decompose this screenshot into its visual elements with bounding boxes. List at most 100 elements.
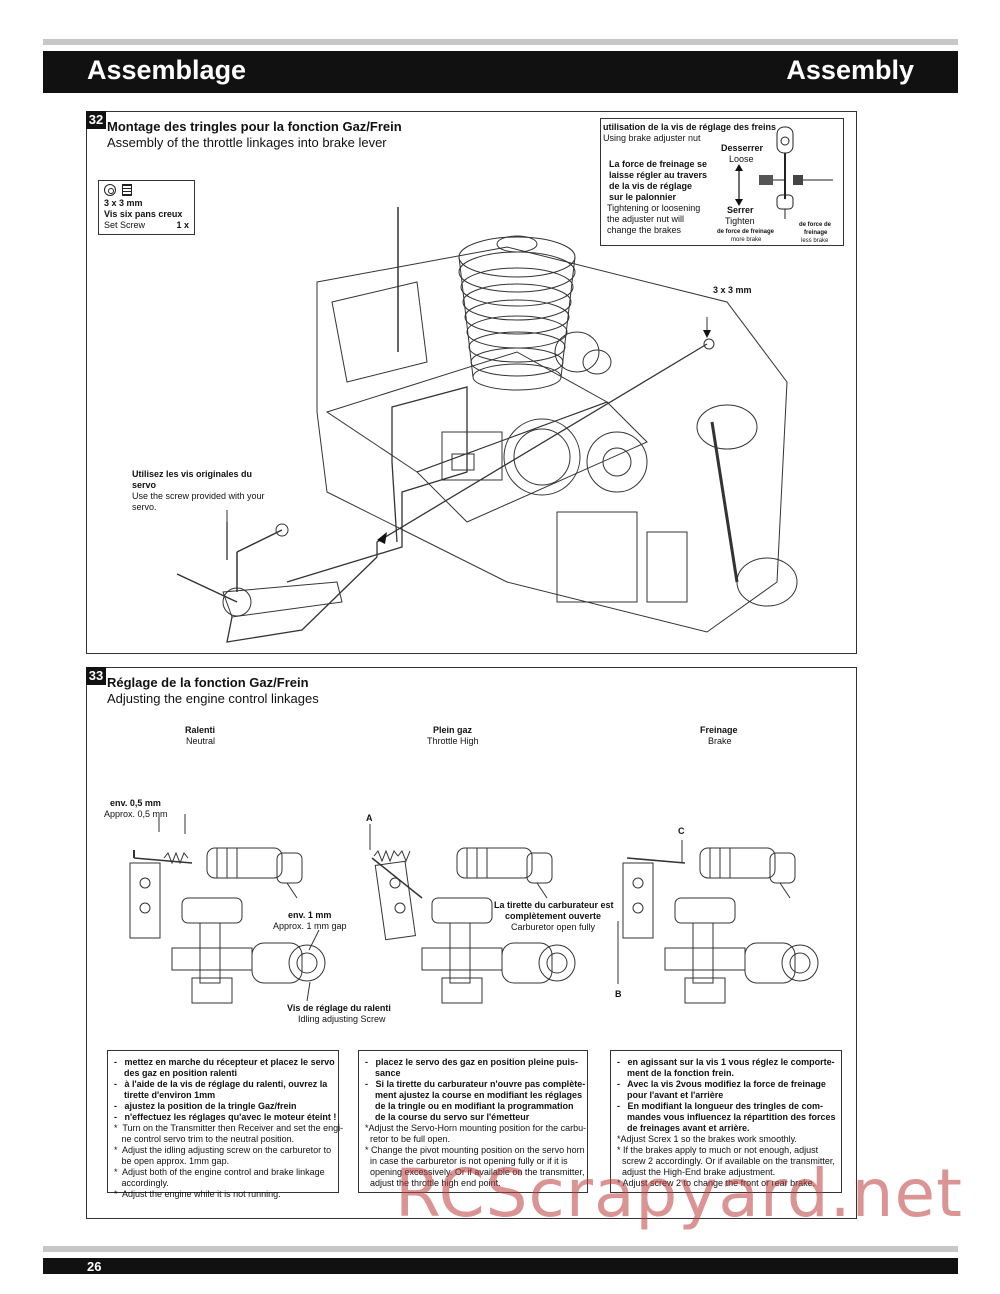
brake-adjuster-inset: utilisation de la vis de réglage des fre… [600,118,844,246]
inset-desc-en-2: the adjuster nut will [607,214,685,224]
engine-linkage-drawings [129,813,819,1004]
inset-title-en: Using brake adjuster nut [603,133,701,143]
carb-open-en: Carburetor open fully [511,922,596,932]
part-size: 3 x 3 mm [104,198,143,208]
note-line: - Si la tirette du carburateur n'ouvre p… [365,1079,586,1089]
step-32-panel: 32 Montage des tringles pour la fonction… [86,111,857,654]
note-line: - Avec la vis 2vous modifiez la force de… [617,1079,826,1089]
note-line: - n'effectuez les réglages qu'avec le mo… [114,1112,337,1122]
note-line: * Adjust the idling adjusting screw on t… [114,1145,332,1155]
more-brake-en: more brake [731,237,762,243]
brake-adjuster-drawing [735,126,833,219]
note-neutral: - mettez en marche du récepteur et place… [107,1050,344,1199]
note-line: des gaz en position ralenti [114,1068,238,1078]
note-line: * Adjust screw 2 to change the front or … [617,1178,816,1188]
top-rule [43,39,958,45]
note-line: ment ajustez la course en modifiant les … [365,1090,583,1100]
col-brake-en: Brake [708,736,732,746]
note-line: - à l'aide de la vis de réglage du ralen… [114,1079,328,1089]
part-name-fr: Vis six pans creux [104,209,183,219]
note-line: de la course du servo sur l'émetteur [365,1112,530,1122]
servo-note-fr-2: servo [132,480,157,490]
note-line: de la tringle ou en modifiant la program… [365,1101,574,1111]
chassis-linkage-drawing [176,207,798,643]
note-line: - En modifiant la longueur des tringles … [617,1101,824,1111]
gap-05-fr: env. 0,5 mm [110,798,161,808]
header-title-en: Assembly [786,55,914,85]
step-subtitle: Assembly of the throttle linkages into b… [107,135,387,150]
note-line: adjust the High-End brake adjustment. [617,1167,776,1177]
gap-1-fr: env. 1 mm [288,910,332,920]
loosen-label-fr: Desserrer [721,143,764,153]
note-line: in case the carburetor is not opening fu… [365,1156,568,1166]
col-throttle-en: Throttle High [427,736,479,746]
loosen-label-en: Loose [729,154,754,164]
parts-box: 3 x 3 mm Vis six pans creux Set Screw 1 … [98,180,195,235]
inset-desc-fr-1: La force de freinage se [609,159,708,169]
gap-1-en: Approx. 1 mm gap [273,921,347,931]
carb-open-fr-1: La tirette du carburateur est [494,900,614,910]
step-subtitle: Adjusting the engine control linkages [107,691,319,706]
note-line: pour l'avant et l'arrière [617,1090,724,1100]
note-throttle-high: - placez le servo des gaz en position pl… [358,1050,588,1193]
note-line: * Change the pivot mounting position on … [365,1145,585,1155]
note-line: be open approx. 1mm gap. [114,1156,230,1166]
note-line: screw 2 accordingly. Or if available on … [617,1156,835,1166]
part-qty: 1 x [176,220,189,230]
inset-desc-fr-2: laisse régler au travers [609,170,708,180]
idle-screw-fr: Vis de réglage du ralenti [287,1003,391,1013]
bottom-rule [43,1246,958,1252]
note-line: accordingly. [114,1178,169,1188]
col-throttle-fr: Plein gaz [433,725,473,735]
note-line: * Turn on the Transmitter then Receiver … [114,1123,344,1133]
tighten-label-en: Tighten [725,216,755,226]
note-line: *Adjust the Servo-Horn mounting position… [365,1123,587,1133]
step-title: Réglage de la fonction Gaz/Frein [107,675,309,690]
watermark: RCScrapyard.net [395,1155,963,1232]
inset-title-fr: utilisation de la vis de réglage des fre… [603,122,777,132]
step-title: Montage des tringles pour la fonction Ga… [107,119,402,134]
page-footer: 26 [43,1258,958,1274]
page-number: 26 [87,1259,102,1274]
note-line: opening excessively. Or if available on … [365,1167,585,1177]
idle-screw-en: Idling adjusting Screw [298,1014,386,1024]
inset-desc-fr-4: sur le palonnier [609,192,677,202]
col-neutral-en: Neutral [186,736,216,746]
col-brake-fr: Freinage [700,725,738,735]
less-brake-fr-1: de force de [799,222,832,228]
servo-note-fr-1: Utilisez les vis originales du [132,469,253,479]
label-b: B [615,989,622,999]
servo-note-en-2: servo. [132,502,157,512]
note-line: - placez le servo des gaz en position pl… [365,1057,579,1067]
hex-socket-icon [104,184,116,196]
label-c: C [678,826,685,836]
less-brake-en: less brake [801,238,829,244]
note-line: tirette d'environ 1mm [114,1090,216,1100]
note-line: adjust the throttle high end point. [365,1178,501,1188]
carb-open-fr-2: complètement ouverte [505,911,602,921]
header-title-fr: Assemblage [87,55,247,85]
col-neutral-fr: Ralenti [185,725,216,735]
page-header: Assemblage Assembly [43,51,958,93]
note-line: sance [365,1068,401,1078]
note-line: de freinages avant et arrière. [617,1123,750,1133]
note-line: - mettez en marche du récepteur et place… [114,1057,335,1067]
less-brake-fr-2: freinage [804,230,828,236]
label-a: A [366,813,373,823]
note-line: * Adjust the engine while it is not runn… [114,1189,281,1199]
inset-desc-en-3: change the brakes [607,225,682,235]
note-line: ne control servo trim to the neutral pos… [114,1134,295,1144]
note-line: ment de la fonction frein. [617,1068,735,1078]
tighten-label-fr: Serrer [727,205,754,215]
note-line: retor to be full open. [365,1134,451,1144]
note-line: - ajustez la position de la tringle Gaz/… [114,1101,297,1111]
screw-size-label: 3 x 3 mm [713,285,752,295]
note-line: * If the brakes apply to much or not eno… [617,1145,819,1155]
inset-desc-en-1: Tightening or loosening [607,203,701,213]
note-line: *Adjust Screx 1 so the brakes work smoot… [617,1134,797,1144]
note-brake: - en agissant sur la vis 1 vous réglez l… [610,1050,842,1193]
step-number: 33 [86,667,106,685]
gap-05-en: Approx. 0,5 mm [104,809,168,819]
step-number: 32 [86,111,106,129]
servo-note-en-1: Use the screw provided with your [132,491,265,501]
